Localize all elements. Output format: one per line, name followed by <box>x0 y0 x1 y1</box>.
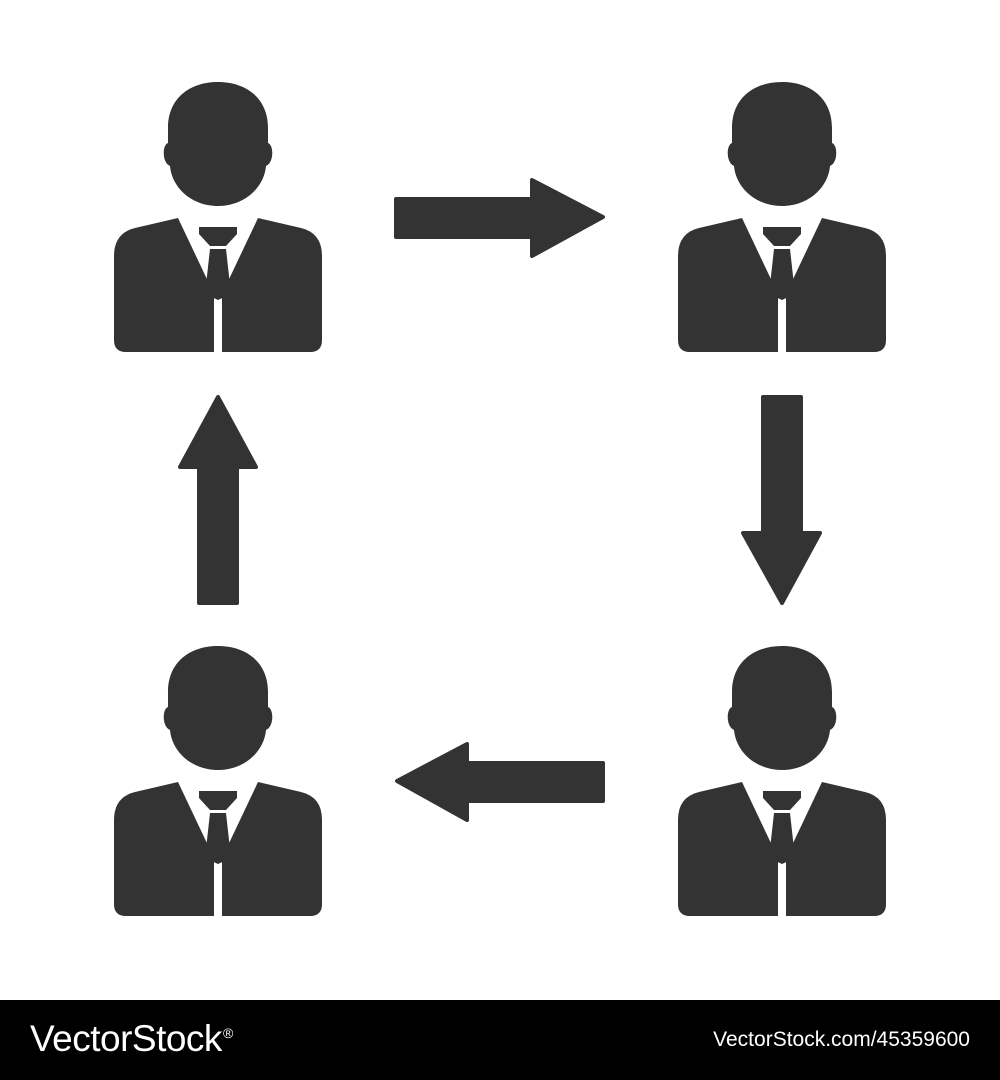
businessman-icon <box>678 646 886 916</box>
person-bottom-left <box>114 646 322 916</box>
watermark-footer: VectorStock® VectorStock.com/45359600 <box>0 1000 1000 1080</box>
arrow-up-icon <box>178 395 258 605</box>
brand-logo: VectorStock® <box>30 1018 233 1060</box>
diagram-canvas <box>114 82 886 916</box>
brand-name: VectorStock <box>30 1018 222 1059</box>
person-top-left <box>114 82 322 352</box>
businessman-icon <box>678 82 886 352</box>
businessman-icon <box>114 82 322 352</box>
arrow-right-icon <box>394 178 605 258</box>
person-top-right <box>678 82 886 352</box>
arrow-left-icon <box>395 742 605 822</box>
cycle-diagram <box>114 82 886 916</box>
image-id: VectorStock.com/45359600 <box>713 1028 970 1051</box>
businessman-icon <box>114 646 322 916</box>
person-bottom-right <box>678 646 886 916</box>
registered-mark: ® <box>222 1024 233 1041</box>
arrow-down-icon <box>741 395 822 605</box>
